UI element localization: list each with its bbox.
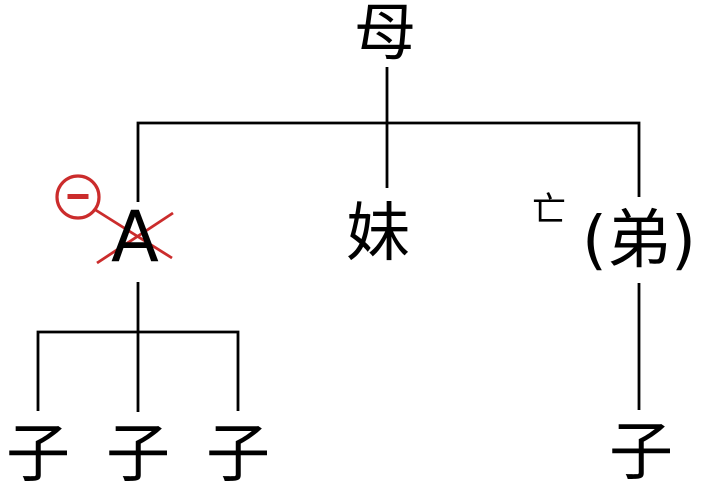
node-a-child-2-label: 子	[106, 418, 170, 491]
node-a-label: A	[111, 196, 159, 278]
cross-out-mark	[93, 207, 174, 265]
node-a-child-1-label: 子	[6, 418, 70, 491]
node-sister-label: 妹	[346, 197, 410, 271]
node-brother-label: (弟)	[582, 204, 696, 278]
minus-badge	[55, 174, 101, 220]
cross-out-line-down-icon	[93, 207, 173, 260]
minus-badge-circle-icon	[55, 174, 101, 220]
deceased-marker-label: 亡	[532, 190, 566, 230]
node-a-child-3-label: 子	[206, 418, 270, 491]
node-brother-child-label: 子	[609, 416, 673, 490]
cross-out-line-up-icon	[96, 211, 174, 265]
connector-top-bracket	[136, 121, 641, 202]
connector-bottom-bracket	[36, 330, 240, 411]
node-mother-label: 母	[353, 0, 417, 69]
